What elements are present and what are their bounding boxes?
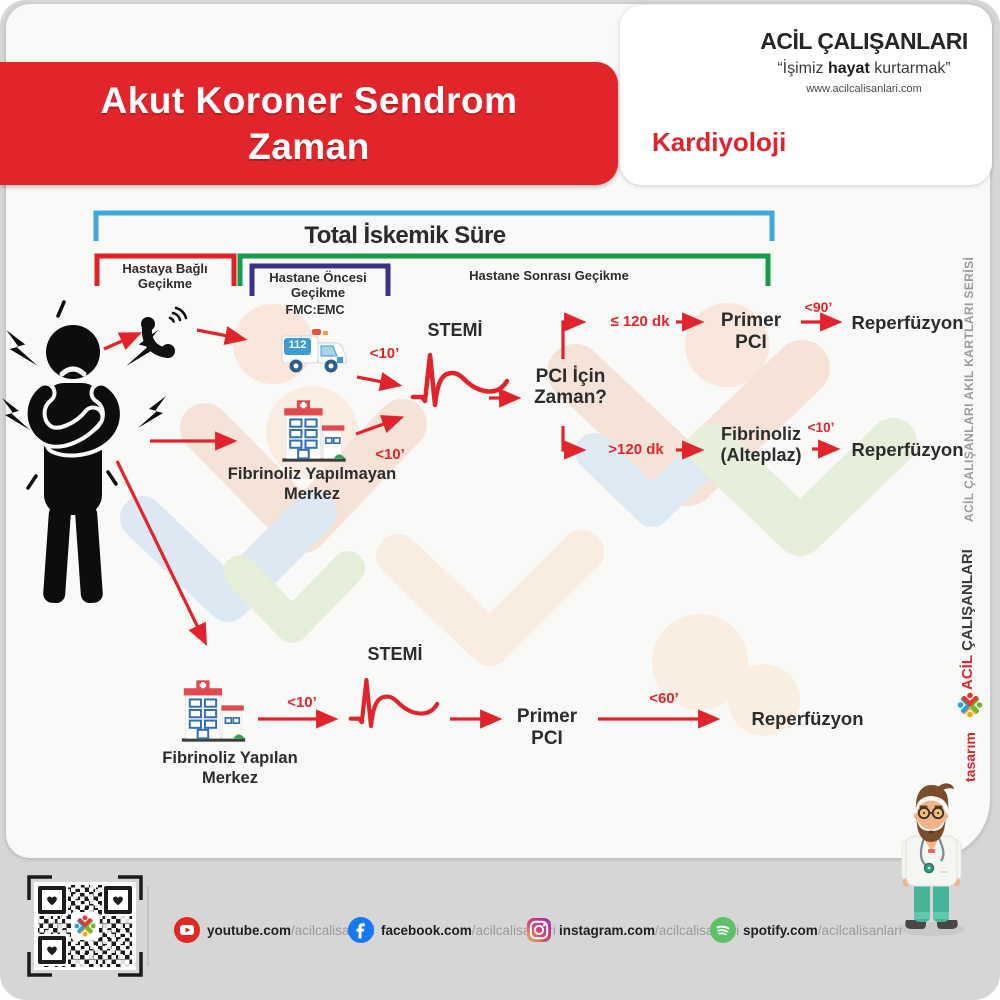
- sidebar-design-text: tasarım: [962, 732, 978, 782]
- label-stemi-top: STEMİ: [427, 320, 483, 340]
- instagram-icon: [527, 918, 551, 942]
- social-link-spotify[interactable]: spotify.com/acilcalisanlari: [710, 916, 902, 944]
- ambulance-112-icon: [281, 329, 347, 373]
- sidebar-brand-text: ACİL ÇALIŞANLARI: [959, 540, 976, 690]
- watermark-shapes: [120, 303, 917, 736]
- facebook-icon: [348, 917, 374, 943]
- title-banner: Akut Koroner Sendrom Zaman: [0, 62, 618, 185]
- social-handle: /acilcalisanlari: [817, 922, 902, 938]
- social-link-instagram[interactable]: instagram.com/acilcalisanlari: [526, 916, 739, 944]
- hospital-building-icon-bottom: [180, 679, 247, 743]
- label-fmc-emc: FMC:EMC: [285, 303, 345, 317]
- ecg-stemi-trace-bottom: [351, 680, 437, 726]
- footer-divider: [147, 886, 149, 966]
- label-fibrinolysis-alteplaz: Fibrinoliz (Alteplaz): [720, 424, 802, 465]
- brand-tagline: “İşimiz hayat kurtarmak”: [748, 60, 980, 78]
- youtube-icon: [174, 917, 200, 943]
- time-ambulance: <10’: [369, 345, 400, 362]
- label-hastaya-bagli-gecikme: Hastaya Bağlı Geçikme: [122, 261, 208, 291]
- ambulance-number: 112: [288, 339, 307, 351]
- social-domain: instagram.com: [559, 922, 656, 938]
- bracket-hastane-sonrasi: [237, 253, 771, 286]
- phone-handset-icon: [141, 306, 188, 358]
- label-center-no-fibrinolysis: Fibrinoliz Yapılmayan Merkez: [227, 465, 397, 503]
- social-link-youtube[interactable]: youtube.com/acilcalisanlari: [174, 916, 375, 944]
- social-text: spotify.com/acilcalisanlari: [743, 923, 902, 938]
- timeline-brackets: [93, 210, 775, 296]
- sidebar-series-text: ACİL ÇALIŞANLARI AKIL KARTLARI SERİSİ: [962, 256, 976, 522]
- page-title-line1: Akut Koroner Sendrom: [100, 79, 518, 121]
- time-lysis: <10’: [807, 420, 835, 435]
- time-hospital: <10’: [375, 446, 405, 463]
- social-domain: facebook.com: [381, 922, 472, 938]
- brand-card: [620, 5, 992, 185]
- tagline-open: “İşimiz: [777, 60, 828, 77]
- time-bottom-center: <10’: [287, 694, 317, 711]
- label-center-fibrinolysis: Fibrinoliz Yapılan Merkez: [162, 749, 298, 787]
- chest-pain-patient-pictogram: [2, 300, 166, 604]
- bracket-hastaya-bagli: [94, 253, 237, 286]
- sidebar-brand-calisanlari: ÇALIŞANLARI: [959, 549, 976, 655]
- tagline-bold: hayat: [827, 60, 870, 77]
- branch-gt-120dk: >120 dk: [608, 441, 664, 458]
- label-hastane-oncesi-gecikme: Hastane Öncesi Geçikme: [269, 270, 367, 300]
- social-domain: youtube.com: [207, 922, 292, 938]
- bracket-total-iskemik: [93, 210, 775, 241]
- label-reperfusion-mid: Reperfüzyon: [851, 439, 964, 460]
- sidebar-mini-logo: [958, 693, 983, 718]
- bracket-hastane-oncesi: [249, 263, 391, 296]
- brand-website[interactable]: www.acilcalisanlari.com: [806, 83, 922, 95]
- qr-code: [27, 875, 143, 977]
- label-primer-pci-top: Primer PCI: [720, 310, 782, 353]
- tagline-close: kurtarmak”: [869, 60, 951, 77]
- time-bottom-pci: <60’: [649, 690, 679, 707]
- label-hastane-sonrasi-gecikme: Hastane Sonrası Geçikme: [469, 268, 629, 283]
- brand-name: ACİL ÇALIŞANLARI: [760, 28, 968, 54]
- flow-arrows: [103, 312, 843, 729]
- social-link-facebook[interactable]: facebook.com/acilcalisanlari: [348, 916, 556, 944]
- sidebar-brand-acil: ACİL: [959, 655, 976, 690]
- label-stemi-bottom: STEMİ: [367, 644, 423, 664]
- time-pci: <90’: [804, 299, 833, 315]
- label-decision-pci-zaman: PCI İçin Zaman?: [534, 366, 607, 408]
- doctor-mascot: [899, 783, 965, 936]
- spotify-icon: [710, 917, 736, 943]
- label-total-iskemik-sure: Total İskemik Süre: [304, 222, 506, 249]
- label-reperfusion-top: Reperfüzyon: [851, 312, 964, 333]
- branch-le-120dk: ≤ 120 dk: [610, 313, 670, 330]
- label-reperfusion-bottom: Reperfüzyon: [751, 708, 864, 729]
- category-label: Kardiyoloji: [652, 127, 787, 157]
- social-domain: spotify.com: [743, 922, 818, 938]
- page-title-line2: Zaman: [248, 125, 370, 167]
- label-primer-pci-bottom: Primer PCI: [516, 706, 578, 749]
